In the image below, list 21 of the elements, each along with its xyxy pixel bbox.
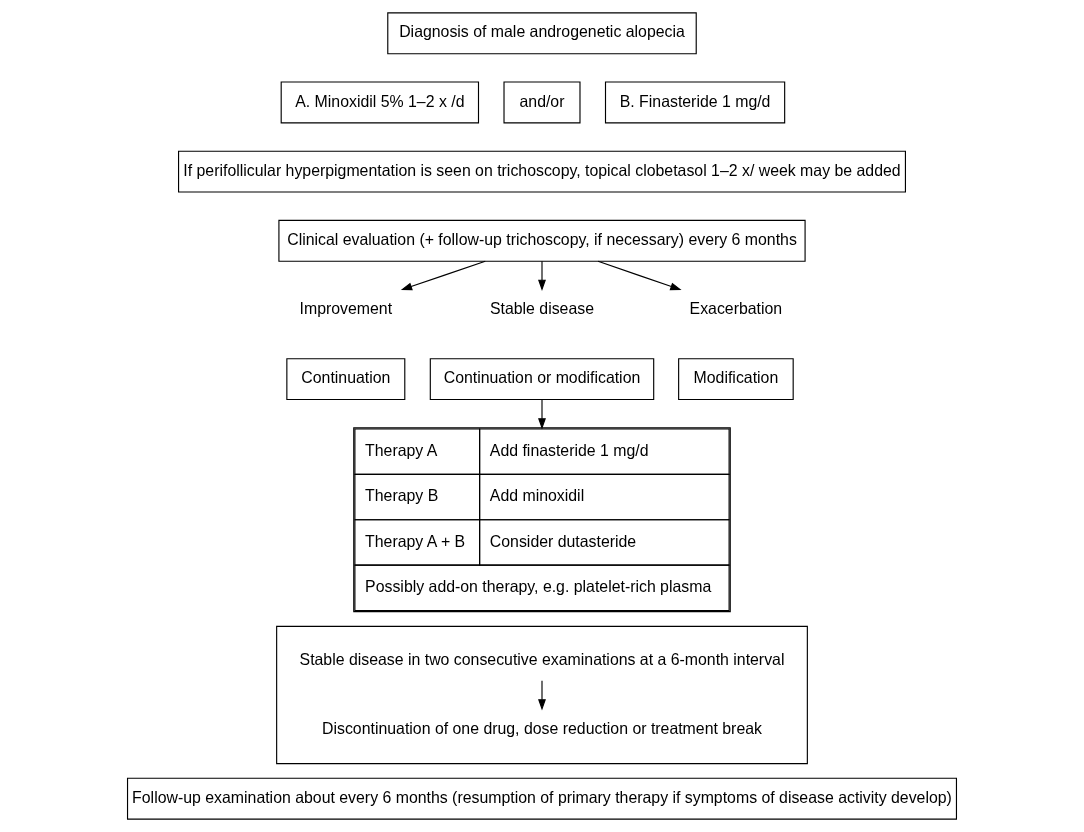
node-box: Diagnosis of male androgenetic alopecia [387,12,697,55]
arrow [538,399,546,430]
node-box: Modification [678,358,794,401]
node-text: Stable disease [489,300,595,318]
node-box: Continuation [286,358,406,401]
arrow [597,260,682,291]
node-box: If perifollicular hyperpigmentation is seen on trichoscopy, topical clobetasol 1–2 x/ week may be added [178,150,906,193]
cluster [276,625,808,765]
node-box: Follow-up examination about every 6 months (resumption of primary therapy if symptoms of disease activity develop) [126,777,958,820]
arrow [400,260,486,291]
node-text: Exacerbation [689,300,783,318]
node-box: and/or [503,81,581,124]
node-box: Clinical evaluation (+ follow-up trichoscopy, if necessary) every 6 months [278,219,806,262]
node-text: Stable disease in two consecutive examinations at a 6-month interval [299,650,785,668]
node-text: Discontinuation of one drug, dose reduction or treatment break [322,719,762,737]
arrow [538,680,546,711]
node-box: B. Finasteride 1 mg/d [604,81,786,124]
node-box: Continuation or modification [429,358,655,401]
node-text: Improvement [299,300,393,318]
arrow [538,260,546,291]
node-box: A. Minoxidil 5% 1–2 x /d [280,81,480,124]
